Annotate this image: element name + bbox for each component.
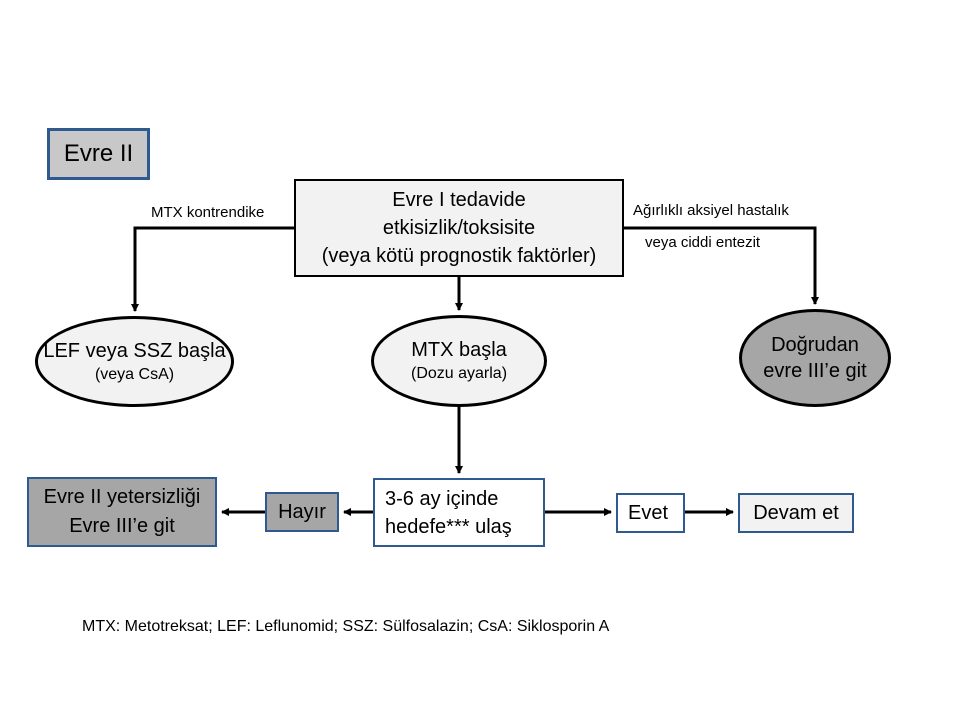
stage-label: Evre II <box>47 128 150 180</box>
arrow-to-lef <box>131 226 294 312</box>
main-box-line3: (veya kötü prognostik faktörler) <box>321 245 597 267</box>
main-box-line2: etkisizlik/toksisite <box>382 217 536 239</box>
mtx-node-main: MTX başla <box>411 339 507 361</box>
target-line1: 3-6 ay içinde <box>385 487 499 510</box>
lef-ssz-start-node: LEF veya SSZ başla (veya CsA) <box>35 316 234 407</box>
fail-line1: Evre II yetersizliği <box>43 486 201 508</box>
evre-i-failure-box: Evre I tedavide etkisizlik/toksisite (ve… <box>294 179 624 277</box>
abbreviations-footnote: MTX: Metotreksat; LEF: Leflunomid; SSZ: … <box>82 618 610 635</box>
dogrudan-line2: evre III’e git <box>763 360 867 382</box>
stage-ii-failure-box: Evre II yetersizliği Evre III’e git <box>27 477 217 547</box>
dogrudan-line1: Doğrudan <box>771 334 859 356</box>
arrow-to-dogrudan <box>624 226 819 305</box>
go-to-stage-iii-node: Doğrudan evre III’e git <box>739 309 891 407</box>
lef-node-main: LEF veya SSZ başla <box>43 339 226 362</box>
target-line2: hedefe*** ulaş <box>385 515 512 538</box>
axial-disease-label-line2: veya ciddi entezit <box>645 234 761 251</box>
mtx-start-node: MTX başla (Dozu ayarla) <box>371 315 547 407</box>
target-decision-box: 3-6 ay içinde hedefe*** ulaş <box>373 478 545 547</box>
lef-node-sub: (veya CsA) <box>94 365 175 383</box>
no-box: Hayır <box>265 492 339 532</box>
no-label: Hayır <box>278 500 326 523</box>
mtx-contraindicated-label: MTX kontrendike <box>151 204 265 221</box>
yes-label: Evet <box>628 501 669 524</box>
fail-line2: Evre III’e git <box>69 515 175 537</box>
yes-box: Evet <box>616 493 685 533</box>
mtx-node-sub: (Dozu ayarla) <box>410 365 508 382</box>
continue-label: Devam et <box>753 501 839 524</box>
axial-disease-label-line1: Ağırlıklı aksiyel hastalık <box>633 202 789 219</box>
continue-box: Devam et <box>738 493 854 533</box>
main-box-line1: Evre I tedavide <box>392 189 526 211</box>
stage-label-text: Evre II <box>63 140 134 167</box>
